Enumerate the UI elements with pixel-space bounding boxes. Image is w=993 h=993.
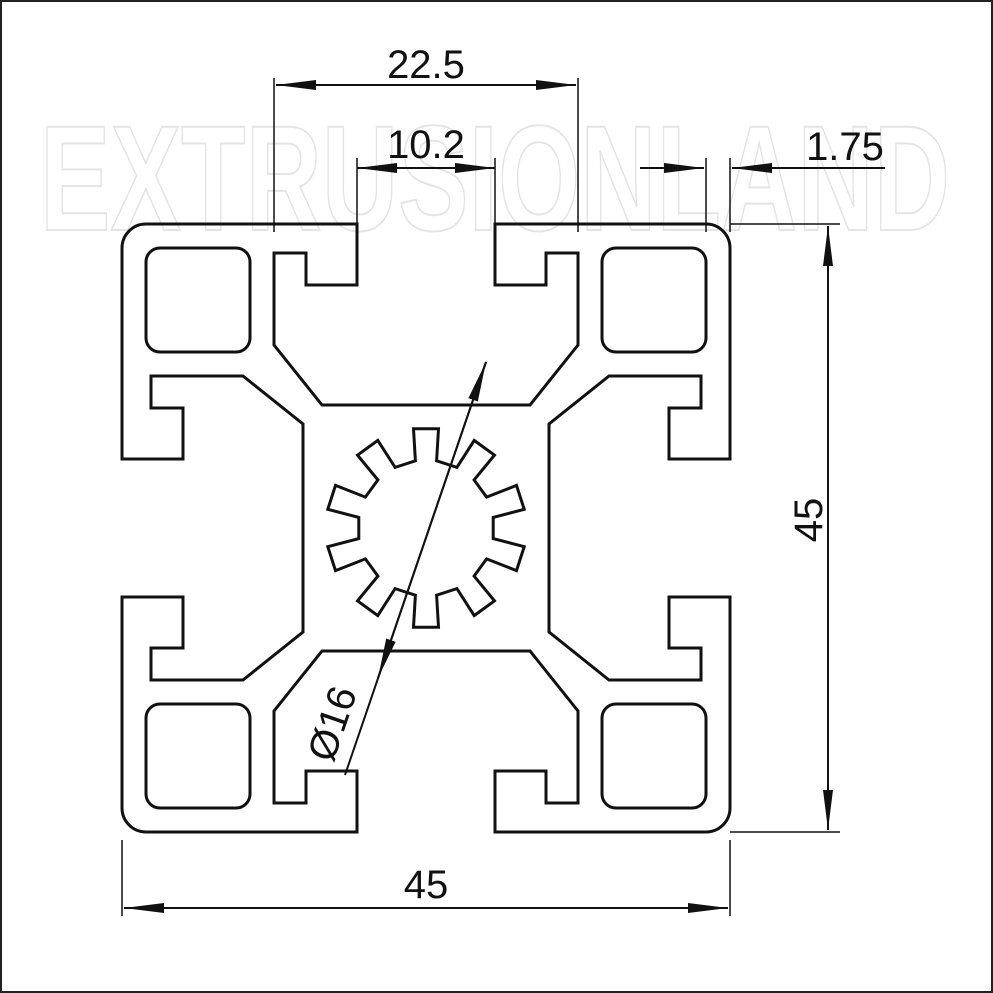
corner-cavities <box>144 246 708 810</box>
dim-10-2-label: 10.2 <box>387 123 465 167</box>
dim-height-label: 45 <box>787 498 831 543</box>
dim-22-5-label: 22.5 <box>387 43 465 87</box>
dim-bore-label: Ø16 <box>300 681 366 767</box>
extension-lines <box>121 78 840 916</box>
dim-1-75-label: 1.75 <box>806 125 884 169</box>
dim-width-label: 45 <box>404 863 449 907</box>
corner-cavity <box>144 702 252 810</box>
dim-bore-arrow <box>377 361 487 679</box>
center-bore <box>325 427 527 629</box>
corner-cavity <box>600 702 708 810</box>
corner-cavity <box>144 246 252 354</box>
profile-outline <box>120 222 732 834</box>
dimension-lines <box>124 80 885 913</box>
corner-cavity <box>600 246 708 354</box>
